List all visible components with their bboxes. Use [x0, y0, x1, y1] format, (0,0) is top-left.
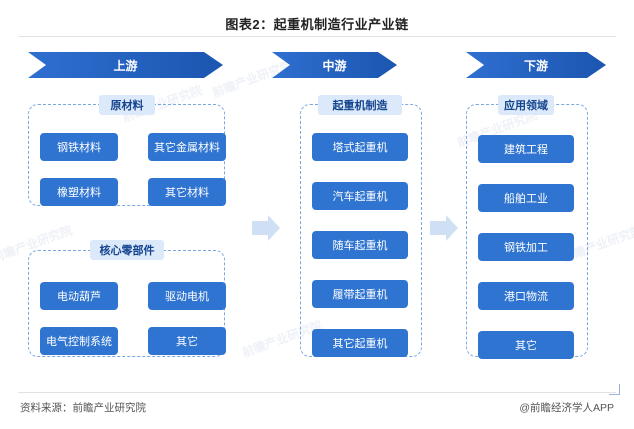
node-crane-4[interactable]: 履带起重机: [312, 280, 408, 308]
node-raw-material-2[interactable]: 其它金属材料: [148, 133, 226, 161]
node-raw-material-4[interactable]: 其它材料: [148, 178, 226, 206]
group-heading-crane-manufacturing: 起重机制造: [318, 95, 402, 115]
flow-arrow-upstream-to-midstream: [252, 215, 280, 241]
corner-mark-icon: [609, 384, 620, 395]
stage-banner-upstream[interactable]: 上游: [28, 52, 223, 78]
flow-arrow-midstream-to-downstream: [430, 215, 458, 241]
node-raw-material-1[interactable]: 钢铁材料: [40, 133, 118, 161]
page-title: 图表2：起重机制造行业产业链: [225, 17, 409, 32]
divider-top: [18, 36, 616, 37]
node-application-3[interactable]: 钢铁加工: [478, 233, 574, 261]
group-heading-raw-materials: 原材料: [99, 95, 155, 115]
node-core-part-2[interactable]: 驱动电机: [148, 282, 226, 310]
node-crane-2[interactable]: 汽车起重机: [312, 182, 408, 210]
node-crane-1[interactable]: 塔式起重机: [312, 133, 408, 161]
node-core-part-3[interactable]: 电气控制系统: [40, 327, 118, 355]
stage-banner-midstream[interactable]: 中游: [272, 52, 397, 78]
node-application-5[interactable]: 其它: [478, 331, 574, 359]
node-core-part-1[interactable]: 电动葫芦: [40, 282, 118, 310]
group-heading-core-parts: 核心零部件: [90, 240, 164, 260]
node-raw-material-3[interactable]: 橡塑材料: [40, 178, 118, 206]
node-application-2[interactable]: 船舶工业: [478, 184, 574, 212]
node-core-part-4[interactable]: 其它: [148, 327, 226, 355]
stage-banner-downstream[interactable]: 下游: [466, 52, 606, 78]
divider-bottom: [18, 392, 616, 393]
source-text: 资料来源：前瞻产业研究院: [20, 402, 146, 414]
node-crane-5[interactable]: 其它起重机: [312, 329, 408, 357]
watermark: 前瞻产业研究院: [210, 58, 295, 100]
brand-text: @前瞻经济学人APP: [519, 402, 614, 414]
node-application-1[interactable]: 建筑工程: [478, 135, 574, 163]
node-crane-3[interactable]: 随车起重机: [312, 231, 408, 259]
node-application-4[interactable]: 港口物流: [478, 282, 574, 310]
group-heading-application: 应用领域: [498, 95, 554, 115]
